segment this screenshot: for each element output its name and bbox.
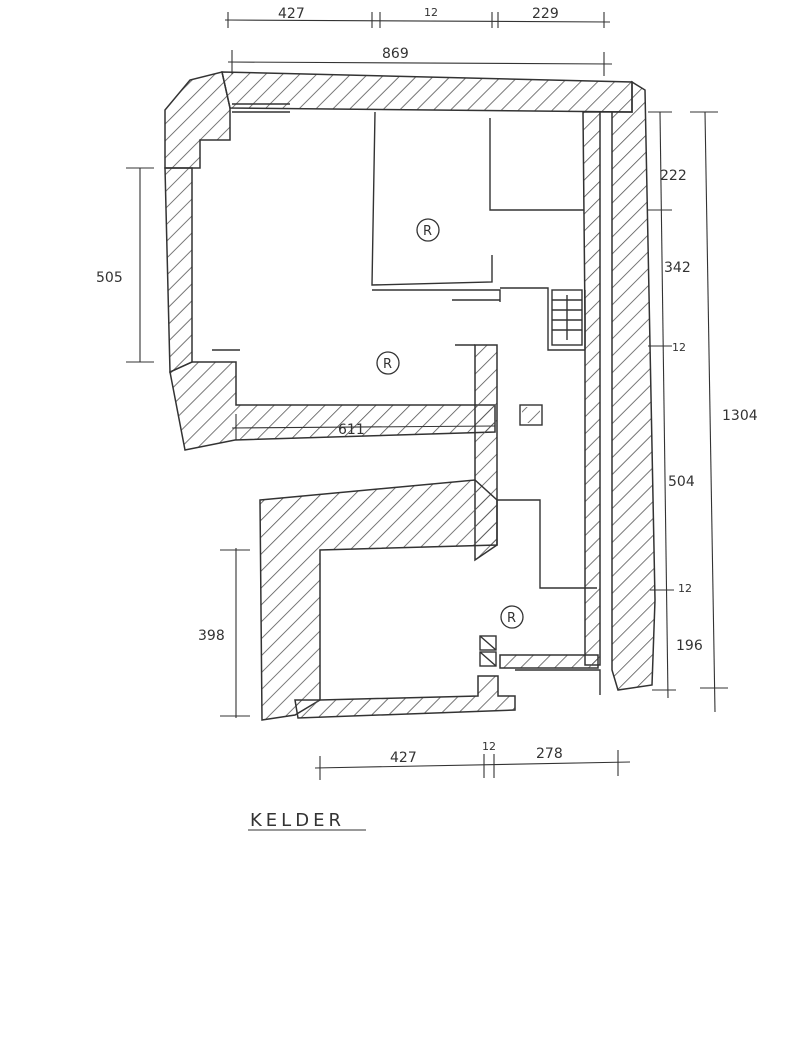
dimension-lines: [126, 12, 728, 831]
dim-right-3: 12: [672, 341, 686, 354]
dim-total-height: 1304: [722, 408, 758, 424]
dim-total-width: 869: [382, 46, 409, 62]
dim-right-4: 504: [668, 474, 695, 490]
room-marker-bottom: [500, 605, 524, 629]
chimney-block: [522, 407, 540, 423]
dim-top-2: 12: [424, 6, 438, 19]
dim-top-3: 229: [532, 6, 559, 22]
dim-bottom-2: 12: [482, 740, 496, 753]
interior-walls: [212, 103, 601, 695]
room-label-bottom: R: [507, 611, 516, 626]
room-marker-middle: [376, 351, 400, 375]
dim-right-6: 196: [676, 638, 703, 654]
wall-hatching: [164, 71, 656, 721]
dim-right-1: 222: [660, 168, 687, 184]
dim-left-height: 505: [96, 270, 123, 286]
plan-title: KELDER: [250, 810, 345, 831]
room-label-middle: R: [383, 357, 392, 372]
dim-top-1: 427: [278, 6, 305, 22]
dim-bottom-1: 427: [390, 750, 417, 766]
dim-left-lower: 398: [198, 628, 225, 644]
dim-right-5: 12: [678, 582, 692, 595]
dim-inner-width: 611: [338, 422, 365, 438]
room-label-top: R: [423, 224, 432, 239]
dimension-labels: 427 12 229 869 505 611 398 222 342 12 50…: [96, 6, 758, 766]
dim-right-2: 342: [664, 260, 691, 276]
room-markers: [376, 218, 524, 629]
dim-bottom-3: 278: [536, 746, 563, 762]
room-marker-top: [416, 218, 440, 242]
